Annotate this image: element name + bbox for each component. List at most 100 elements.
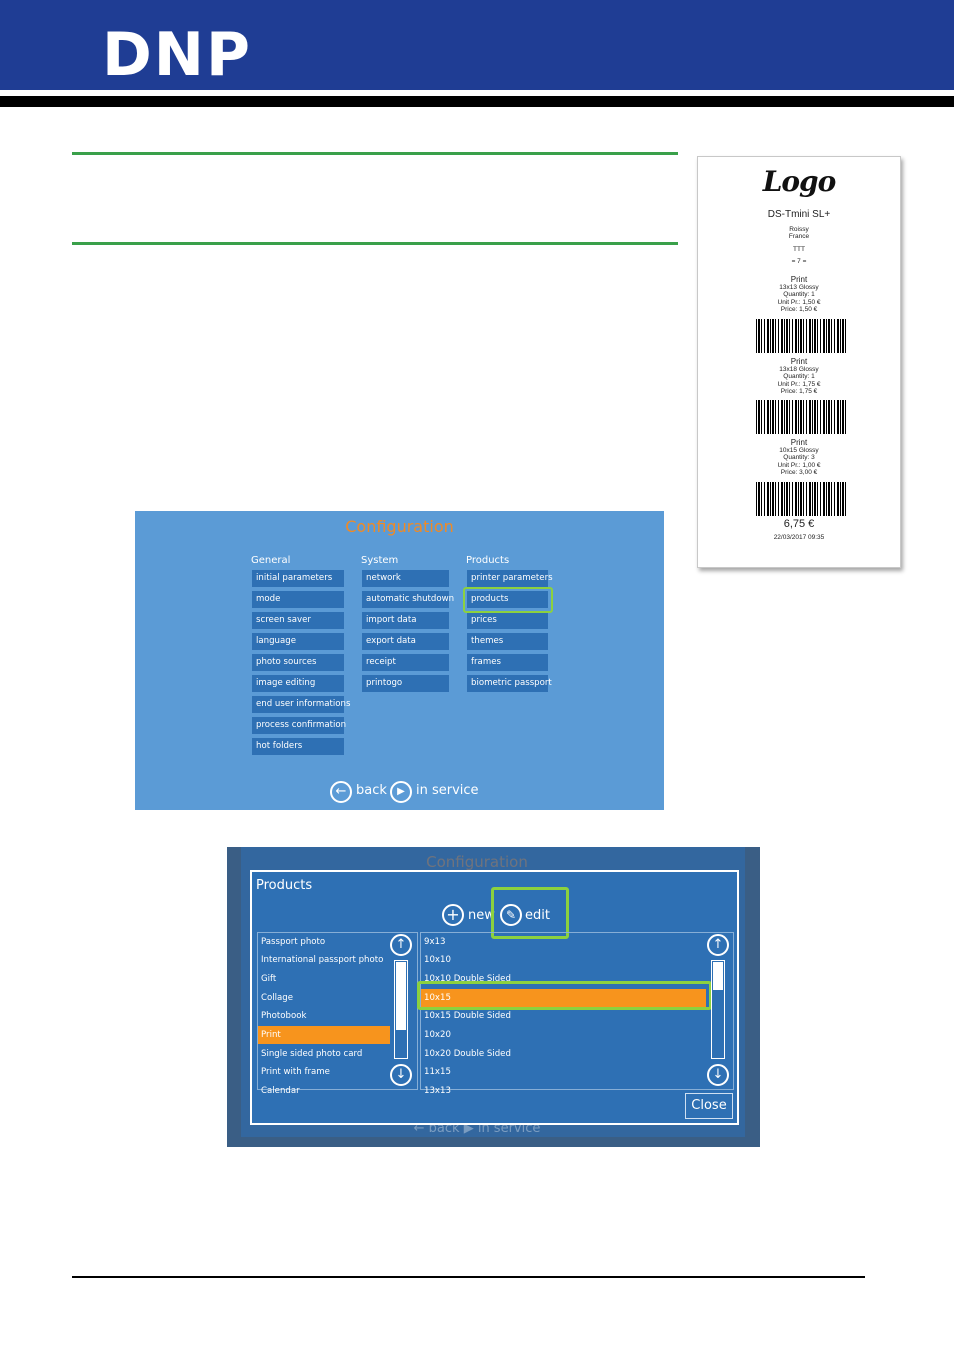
dnp-logo: DNP (102, 20, 252, 90)
screen-title: Configuration (345, 517, 454, 536)
list-item[interactable]: Collage (261, 993, 294, 1003)
menu-receipt[interactable]: receipt (362, 654, 449, 671)
scrollbar-track[interactable] (394, 960, 408, 1059)
menu-products[interactable]: products (467, 591, 548, 608)
dialog-heading: Products (256, 878, 313, 893)
receipt-item-line: Quantity: 1 (783, 373, 815, 380)
list-item[interactable]: 10x15 Double Sided (424, 1011, 511, 1021)
receipt-item-line: Unit Pr.: 1,00 € (777, 462, 821, 469)
close-button[interactable]: Close (685, 1093, 733, 1119)
footer-rule (72, 1276, 865, 1278)
list-item[interactable]: 10x20 (424, 1030, 451, 1040)
receipt-item-line: Unit Pr.: 1,75 € (777, 381, 821, 388)
menu-process-confirmation[interactable]: process confirmation (252, 717, 346, 734)
list-item-selected[interactable]: Print (258, 1026, 390, 1044)
scrollbar-thumb[interactable] (713, 962, 723, 990)
menu-screen-saver[interactable]: screen saver (252, 612, 344, 629)
menu-mode[interactable]: mode (252, 591, 344, 608)
section-rule-top (72, 152, 678, 155)
menu-end-user-informations[interactable]: end user informations (252, 696, 350, 713)
highlight-10x15 (417, 981, 712, 1010)
menu-image-editing[interactable]: image editing (252, 675, 344, 692)
receipt-item-label: Print (790, 438, 808, 447)
list-item[interactable]: Calendar (261, 1086, 300, 1096)
receipt-item-line: Quantity: 3 (783, 454, 815, 461)
barcode (756, 482, 846, 516)
menu-printer-parameters[interactable]: printer parameters (467, 570, 553, 587)
scrollbar-track[interactable] (711, 960, 725, 1059)
menu-export-data[interactable]: export data (362, 633, 449, 650)
receipt-item-label: Print (790, 357, 808, 366)
list-item[interactable]: International passport photo (261, 955, 384, 965)
barcode (756, 400, 846, 434)
menu-initial-parameters[interactable]: initial parameters (252, 570, 344, 587)
scroll-down-icon[interactable]: ↓ (390, 1064, 412, 1086)
plus-icon[interactable]: + (442, 904, 464, 926)
list-item[interactable]: Passport photo (261, 937, 326, 947)
product-size-list: 9x13 10x10 10x10 Double Sided 10x15 10x1… (420, 932, 734, 1096)
receipt-model: DS-Tmini SL+ (767, 209, 831, 220)
receipt-item-line: 13x13 Glossy (779, 284, 819, 291)
new-button[interactable]: new (468, 908, 495, 923)
receipt-item-line: Price: 3,00 € (780, 469, 818, 476)
receipt-location-2: France (788, 233, 810, 240)
receipt-datetime: 22/03/2017 09:35 (773, 534, 825, 541)
menu-biometric-passport[interactable]: biometric passport (467, 675, 552, 692)
play-icon[interactable]: ▶ (390, 781, 412, 803)
header-rule (0, 96, 954, 107)
receipt-sample: Logo DS-Tmini SL+ Roissy France TTT = 7 … (697, 156, 901, 568)
list-item[interactable]: Single sided photo card (261, 1049, 363, 1059)
configuration-screen: Configuration General System Products in… (135, 511, 664, 810)
column-heading-products: Products (466, 555, 510, 566)
highlight-edit (491, 887, 569, 939)
list-item-selected[interactable]: 10x15 (421, 989, 706, 1007)
list-item[interactable]: 10x20 Double Sided (424, 1049, 511, 1059)
list-item[interactable]: Photobook (261, 1011, 307, 1021)
receipt-item-label: Print (790, 275, 808, 284)
menu-network[interactable]: network (362, 570, 449, 587)
barcode (756, 319, 846, 353)
menu-language[interactable]: language (252, 633, 344, 650)
receipt-location-1: Roissy (789, 226, 809, 233)
receipt-item-line: Quantity: 1 (783, 291, 815, 298)
list-item[interactable]: Print with frame (261, 1067, 330, 1077)
menu-photo-sources[interactable]: photo sources (252, 654, 344, 671)
scroll-down-icon[interactable]: ↓ (707, 1064, 729, 1086)
page-header (0, 0, 954, 90)
menu-automatic-shutdown[interactable]: automatic shutdown (362, 591, 454, 608)
play-icon: ▶ (463, 1121, 478, 1136)
menu-themes[interactable]: themes (467, 633, 548, 650)
column-heading-general: General (251, 555, 291, 566)
receipt-code: TTT (793, 246, 805, 253)
screen-title-faint: Configuration (426, 853, 528, 871)
menu-prices[interactable]: prices (467, 612, 548, 629)
edit-button[interactable]: edit (525, 908, 550, 923)
in-service-button[interactable]: in service (416, 783, 479, 798)
back-arrow-icon[interactable]: ← (330, 781, 352, 803)
list-item[interactable]: 10x10 Double Sided (424, 974, 511, 984)
scroll-up-icon[interactable]: ↑ (390, 934, 412, 956)
scroll-up-icon[interactable]: ↑ (707, 934, 729, 956)
back-button[interactable]: back (356, 783, 387, 798)
list-item[interactable]: 13x13 (424, 1086, 451, 1096)
list-item[interactable]: 11x15 (424, 1067, 451, 1077)
pencil-icon[interactable]: ✎ (500, 904, 522, 926)
list-item[interactable]: 9x13 (424, 937, 446, 947)
back-arrow-icon: ← (413, 1121, 429, 1136)
menu-printogo[interactable]: printogo (362, 675, 449, 692)
menu-import-data[interactable]: import data (362, 612, 449, 629)
receipt-number: = 7 = (791, 258, 807, 265)
receipt-item-line: Unit Pr.: 1,50 € (777, 299, 821, 306)
highlight-products (463, 587, 553, 613)
receipt-item-line: Price: 1,50 € (780, 306, 818, 313)
list-item[interactable]: 10x10 (424, 955, 451, 965)
products-dialog: Products + new ✎ edit Passport photo Int… (250, 870, 739, 1125)
column-heading-system: System (361, 555, 399, 566)
scrollbar-thumb[interactable] (396, 962, 406, 1030)
menu-hot-folders[interactable]: hot folders (252, 738, 344, 755)
list-item[interactable]: Gift (261, 974, 277, 984)
receipt-item-line: 10x15 Glossy (779, 447, 819, 454)
receipt-item-line: 13x18 Glossy (779, 366, 819, 373)
menu-frames[interactable]: frames (467, 654, 548, 671)
product-category-list: Passport photo International passport ph… (257, 932, 418, 1096)
